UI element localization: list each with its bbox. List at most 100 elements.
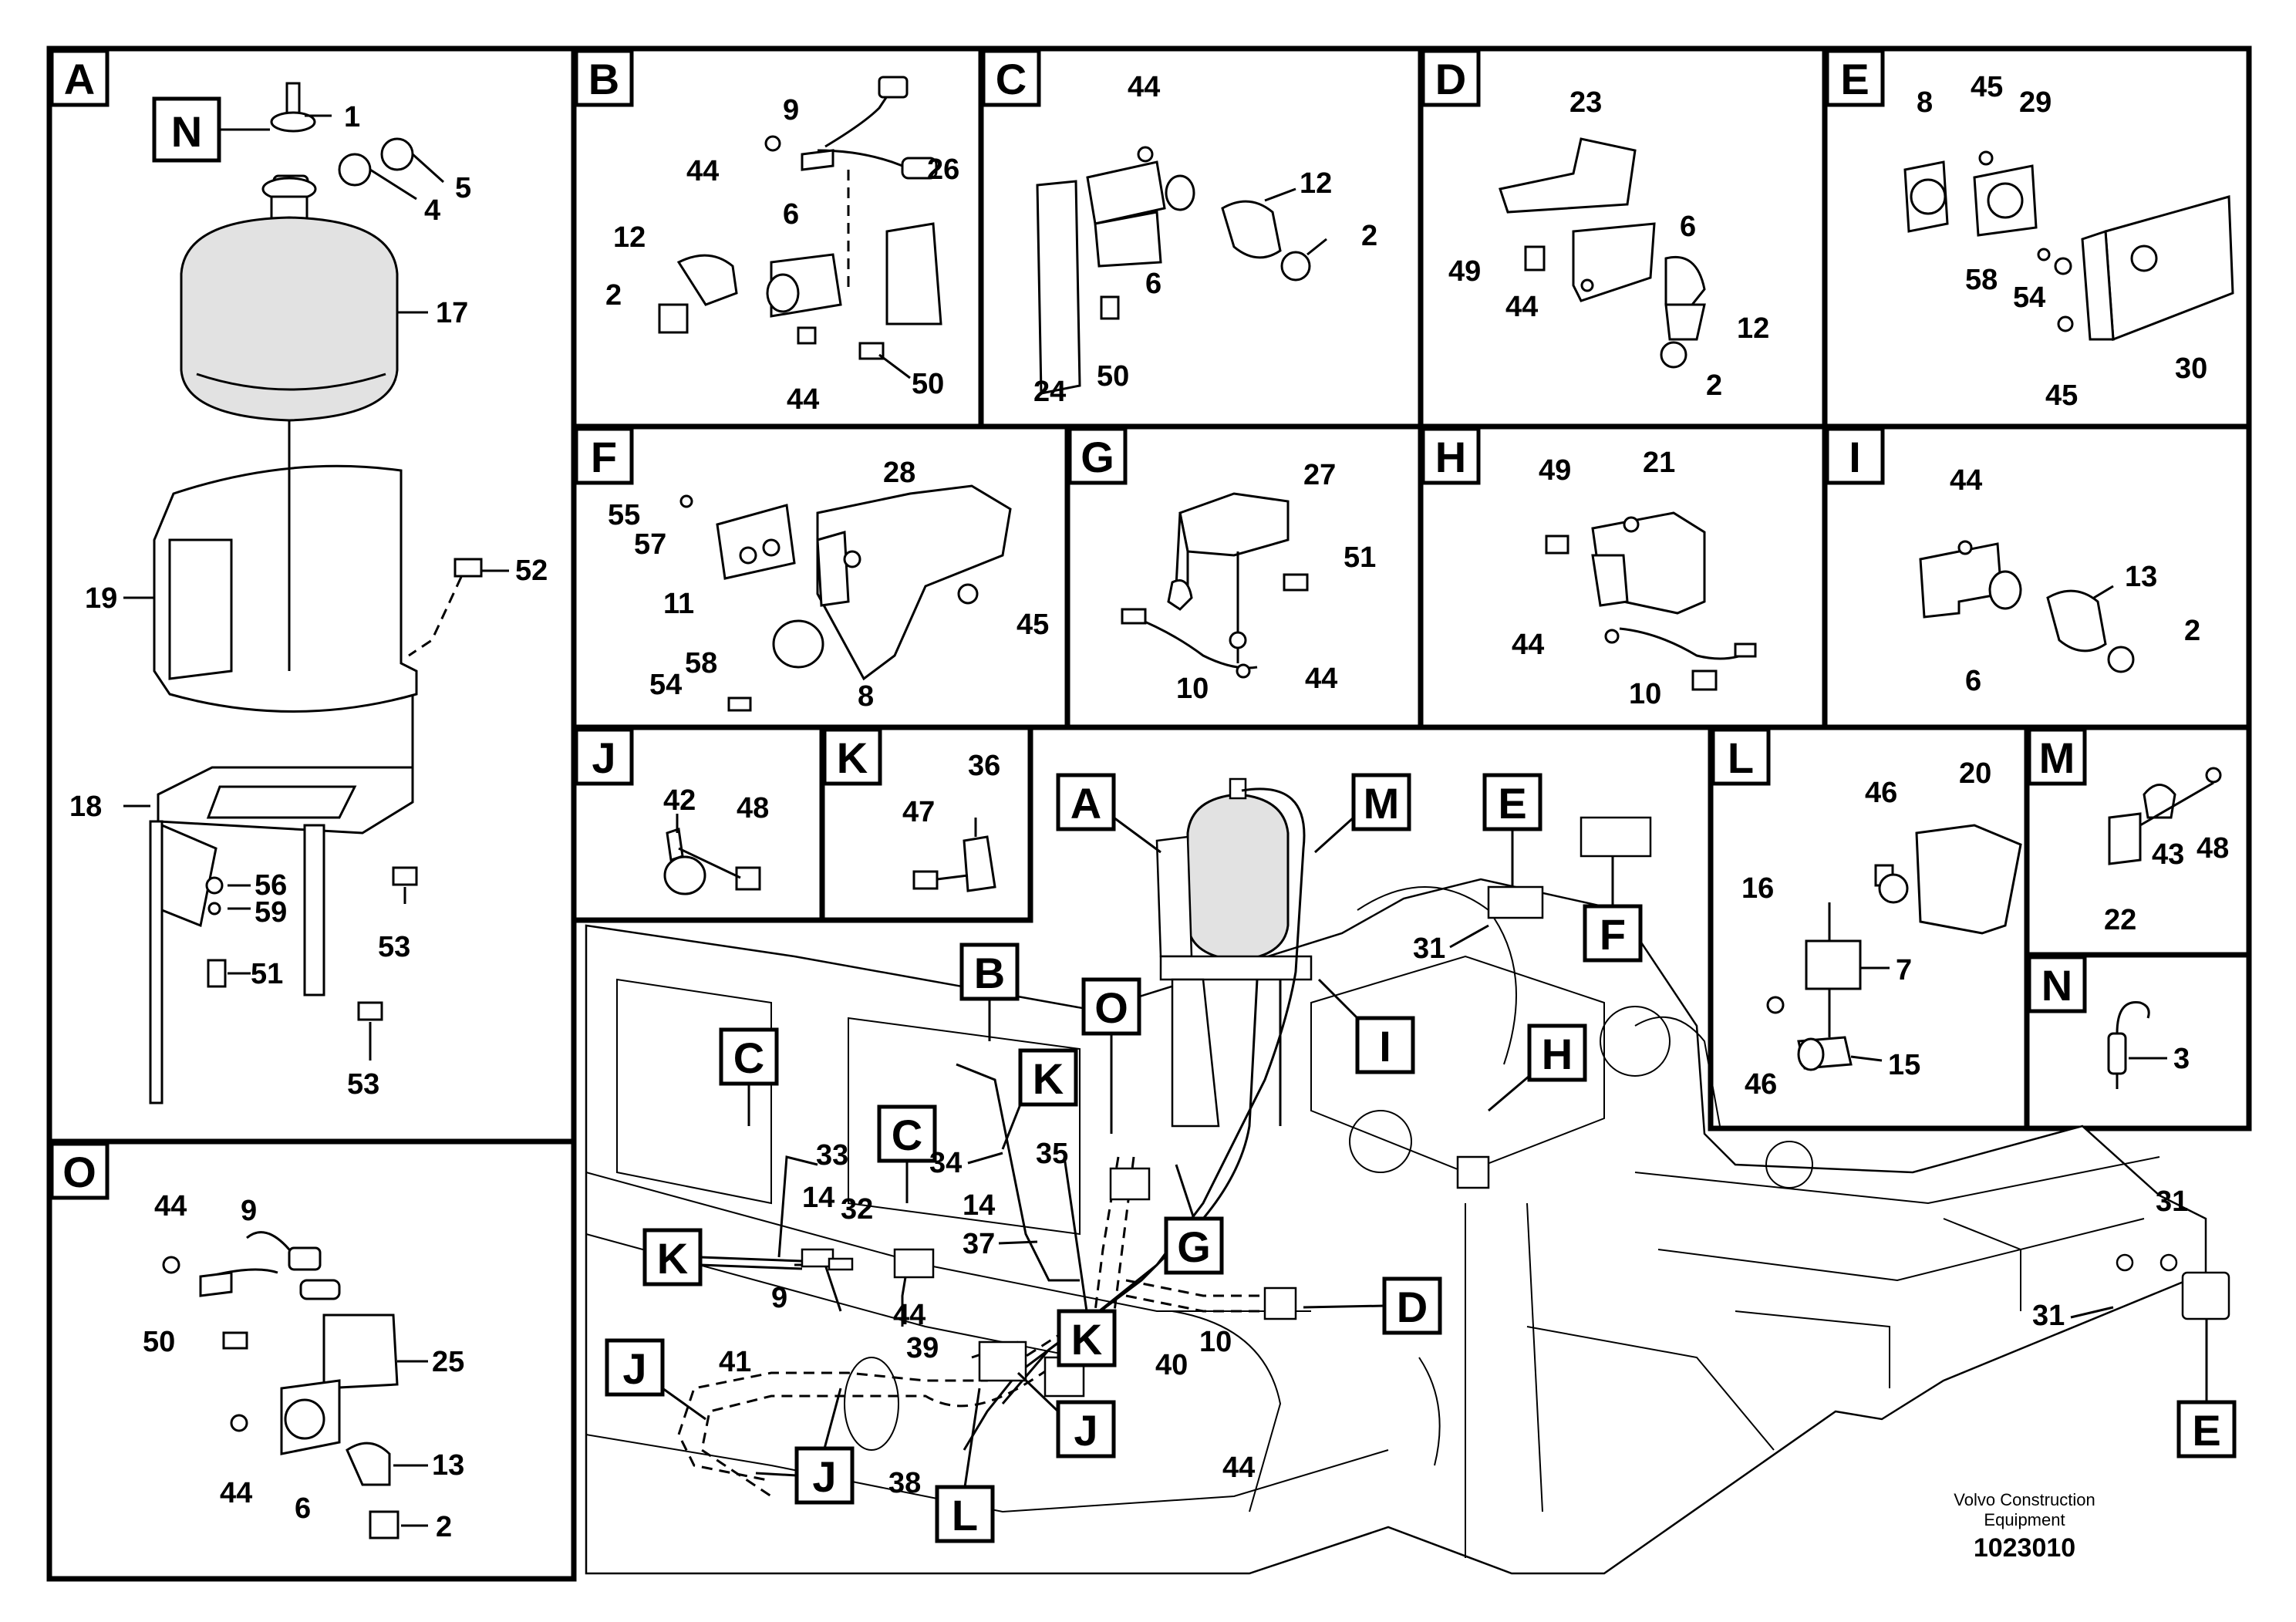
panel-letter-F: F [574, 427, 634, 485]
panel-letter-J: J [574, 727, 634, 786]
callout-H-21: 21 [1643, 447, 1675, 479]
callout-E-54: 54 [2013, 282, 2045, 314]
svg-text:O: O [1094, 983, 1128, 1032]
svg-text:J: J [1074, 1406, 1097, 1455]
panel-G-drawing: 27 51 10 44 [1121, 459, 1376, 705]
svg-text:F: F [591, 433, 617, 481]
callout-K-36: 36 [968, 750, 1000, 782]
callout-F-45: 45 [1017, 609, 1049, 641]
panel-H-drawing: 49 21 44 10 [1512, 447, 1757, 710]
svg-text:J: J [622, 1344, 646, 1393]
callout-C-12: 12 [1300, 167, 1332, 200]
svg-text:L: L [952, 1491, 978, 1539]
panel-letter-H: H [1421, 427, 1481, 485]
callout-C-44: 44 [1128, 71, 1160, 103]
callout-main-9: 9 [771, 1282, 787, 1314]
inset-letter-N: N [171, 107, 202, 156]
callout-main-33: 33 [816, 1139, 848, 1172]
svg-text:L: L [1728, 733, 1754, 782]
callout-O-25: 25 [432, 1346, 464, 1378]
svg-text:K: K [1033, 1054, 1064, 1103]
callout-O-13: 13 [432, 1449, 464, 1482]
panel-J-drawing: 42 48 [663, 784, 769, 895]
callout-G-44: 44 [1305, 663, 1337, 695]
callout-G-51: 51 [1344, 541, 1376, 574]
callout-L-15: 15 [1888, 1049, 1920, 1081]
svg-text:E: E [1840, 55, 1869, 103]
drawing-number: 1023010 [1974, 1533, 2075, 1563]
callout-F-8: 8 [858, 680, 874, 713]
svg-text:M: M [2039, 733, 2075, 782]
panel-A-drawing: N [69, 82, 548, 1104]
panel-C-drawing: 44 12 6 2 24 50 [1033, 71, 1377, 408]
callout-A-53a: 53 [378, 931, 410, 963]
svg-text:N: N [2041, 961, 2072, 1010]
callout-D-2: 2 [1706, 369, 1722, 402]
callout-main-14b: 14 [963, 1189, 995, 1222]
callout-J-48: 48 [737, 792, 769, 824]
callout-E-45a: 45 [1971, 71, 2003, 103]
svg-text:G: G [1177, 1222, 1211, 1271]
callout-I-6: 6 [1965, 665, 1981, 697]
svg-text:I: I [1379, 1022, 1391, 1071]
callout-main-34: 34 [929, 1147, 962, 1179]
svg-text:B: B [588, 55, 619, 103]
callout-M-22: 22 [2104, 904, 2136, 936]
callout-J-42: 42 [663, 784, 696, 817]
callout-F-11: 11 [663, 588, 694, 620]
callout-C-6: 6 [1145, 268, 1161, 300]
callout-main-37: 37 [963, 1228, 995, 1260]
svg-text:D: D [1435, 55, 1466, 103]
callout-F-55: 55 [608, 499, 640, 531]
callout-B-2: 2 [605, 279, 622, 312]
panel-K-drawing: 36 47 [902, 750, 1000, 892]
company-name-line1: Volvo Construction [1954, 1490, 2095, 1509]
callout-main-38: 38 [888, 1467, 921, 1499]
callout-H-44: 44 [1512, 629, 1544, 661]
callout-C-50: 50 [1097, 360, 1129, 393]
callout-I-13: 13 [2125, 561, 2157, 593]
panel-letter-G: G [1067, 427, 1128, 485]
callout-A-52: 52 [515, 555, 548, 587]
callout-B-44b: 44 [787, 383, 819, 416]
callout-O-44a: 44 [154, 1190, 187, 1222]
callout-L-7: 7 [1896, 954, 1912, 986]
callout-D-6: 6 [1680, 211, 1696, 243]
callout-main-31b: 31 [2156, 1185, 2188, 1218]
svg-text:H: H [1542, 1030, 1573, 1078]
callout-M-48: 48 [2197, 832, 2229, 865]
callout-K-47: 47 [902, 796, 935, 828]
callout-E-30: 30 [2175, 352, 2207, 385]
panel-N-drawing: 3 [2107, 1001, 2190, 1089]
callout-I-2: 2 [2184, 615, 2200, 647]
callout-A-18: 18 [69, 791, 102, 823]
callout-A-56: 56 [255, 869, 287, 902]
svg-text:C: C [996, 55, 1027, 103]
callout-D-49: 49 [1448, 255, 1481, 288]
svg-text:M: M [1364, 779, 1400, 828]
callout-E-45b: 45 [2045, 379, 2078, 412]
panel-letter-L: L [1711, 727, 1771, 786]
panel-letter-C: C [981, 49, 1041, 107]
callout-D-23: 23 [1569, 86, 1602, 119]
callout-main-41: 41 [719, 1346, 751, 1378]
callout-main-39: 39 [906, 1332, 939, 1364]
callout-L-46a: 46 [1865, 777, 1897, 809]
svg-text:K: K [657, 1234, 688, 1283]
callout-B-12: 12 [613, 221, 646, 254]
callout-B-44a: 44 [686, 155, 719, 187]
callout-D-12: 12 [1737, 312, 1769, 345]
svg-text:C: C [892, 1111, 922, 1159]
panel-D-drawing: 23 6 49 44 12 2 [1448, 86, 1769, 402]
callout-F-58: 58 [685, 647, 717, 679]
main-callouts: 31 33 14 32 34 35 14 37 9 44 39 41 38 40… [719, 924, 2188, 1499]
callout-A-17: 17 [436, 297, 468, 329]
callout-main-32: 32 [841, 1193, 873, 1226]
callout-E-8: 8 [1917, 86, 1933, 119]
callout-main-14a: 14 [802, 1182, 834, 1214]
callout-main-31a: 31 [1413, 932, 1445, 965]
svg-text:E: E [2192, 1406, 2220, 1455]
svg-text:B: B [974, 949, 1005, 997]
panel-letter-I: I [1825, 427, 1885, 485]
